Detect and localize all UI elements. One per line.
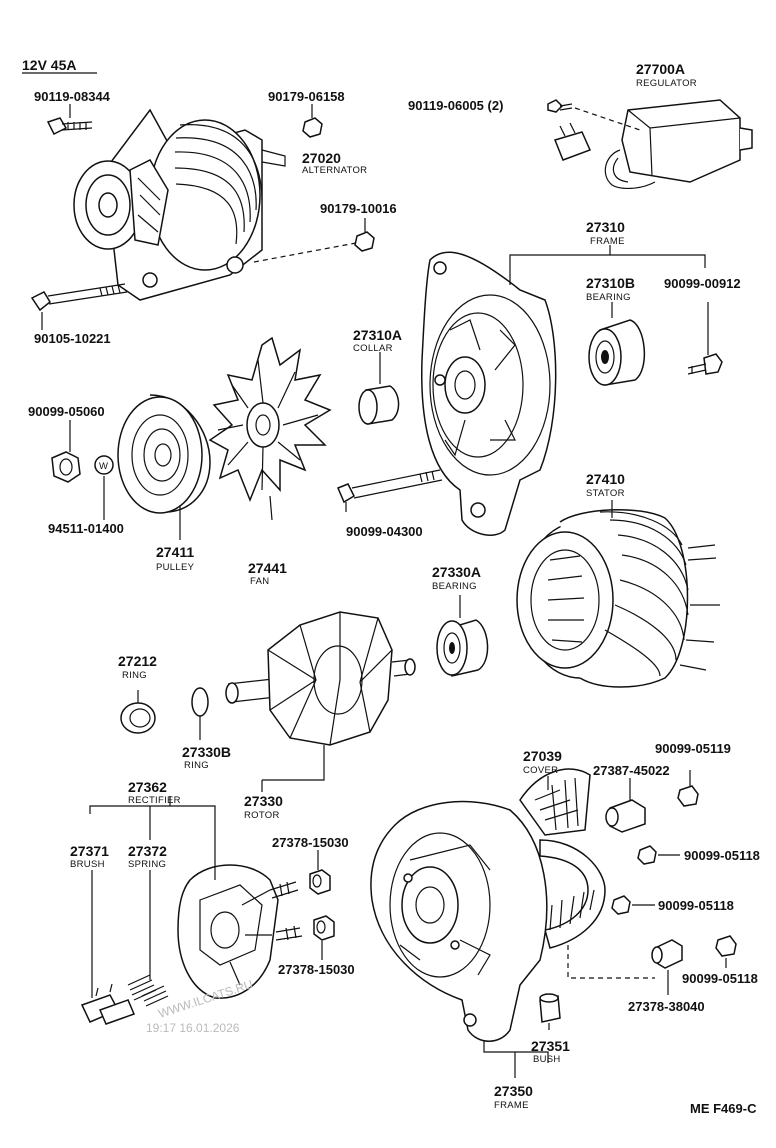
name-brush: BRUSH (70, 859, 105, 870)
label-27330A: 27330A (432, 564, 481, 580)
label-27330: 27330 (244, 793, 283, 809)
label-90105-10221: 90105-10221 (34, 331, 111, 346)
name-bush: BUSH (533, 1054, 561, 1065)
screw-90099-00912-drawing (687, 353, 723, 375)
label-90179-06158: 90179-06158 (268, 89, 345, 104)
cover-27039-drawing (519, 768, 591, 836)
label-27378-15030-a: 27378-15030 (272, 835, 349, 850)
nut-90099-05118b-drawing (611, 895, 631, 915)
label-90099-05118-c: 90099-05118 (682, 971, 758, 986)
name-frame-27310: FRAME (590, 236, 625, 247)
bearing-27310B-drawing (588, 319, 646, 386)
spring-27372-drawing (127, 974, 169, 1007)
ring-27330B-drawing (191, 687, 209, 717)
bolt-90099-04300-drawing (337, 469, 443, 504)
collar-27310A-drawing (358, 385, 400, 425)
label-27441: 27441 (248, 560, 287, 576)
name-pulley: PULLEY (156, 562, 195, 573)
name-collar: COLLAR (353, 343, 393, 354)
label-27039: 27039 (523, 748, 562, 764)
insulator-27378-15030a-drawing (309, 869, 331, 895)
fan-27441-drawing (208, 336, 332, 503)
label-27410: 27410 (586, 471, 625, 487)
label-27310A: 27310A (353, 327, 402, 343)
insulator-27378-38040-drawing (651, 939, 683, 969)
name-rotor: ROTOR (244, 810, 280, 821)
name-bearing-27310B: BEARING (586, 292, 631, 303)
label-90119-06005: 90119-06005 (2) (408, 98, 503, 113)
brush-27371-drawing (80, 983, 136, 1025)
regulator-27700A-drawing (547, 99, 753, 189)
name-rectifier: RECTIFIER (128, 795, 181, 806)
label-27310B: 27310B (586, 275, 635, 291)
label-27372: 27372 (128, 843, 167, 859)
label-27351: 27351 (531, 1038, 570, 1054)
insulator-27387-45022-drawing (605, 799, 646, 833)
name-ring-27212: RING (122, 670, 147, 681)
bearing-27330A-drawing (436, 619, 489, 677)
label-27020: 27020 (302, 150, 341, 166)
stator-27410-drawing (516, 508, 720, 688)
label-27350: 27350 (494, 1083, 533, 1099)
watermark-datetime: 19:17 16.01.2026 (146, 1021, 240, 1035)
label-27330B: 27330B (182, 744, 231, 760)
label-94511-01400: 94511-01400 (48, 521, 124, 536)
label-27411: 27411 (156, 544, 194, 560)
label-90099-00912: 90099-00912 (664, 276, 741, 291)
insulator-27378-15030b-drawing (313, 915, 335, 941)
frame-27310-drawing (421, 251, 557, 536)
bolt-90119-08344-drawing (46, 117, 93, 136)
label-27362: 27362 (128, 779, 167, 795)
label-27700A: 27700A (636, 61, 685, 77)
label-90099-05119: 90099-05119 (655, 741, 731, 756)
diagram-code: ME F469-C (690, 1101, 757, 1116)
name-frame-27350: FRAME (494, 1100, 529, 1111)
nut-90099-05119-drawing (677, 785, 699, 807)
pulley-27411-drawing (117, 394, 211, 514)
label-90099-05118-a: 90099-05118 (684, 848, 760, 863)
label-27378-15030-b: 27378-15030 (278, 962, 355, 977)
spec-label: 12V 45A (22, 57, 76, 73)
name-spring: SPRING (128, 859, 166, 870)
nut-90099-05118a-drawing (637, 845, 657, 865)
nut-90179-06158-drawing (302, 117, 323, 138)
washer-94511-01400-drawing: W (94, 455, 114, 475)
label-90099-04300: 90099-04300 (346, 524, 423, 539)
name-ring-27330B: RING (184, 760, 209, 771)
label-27310: 27310 (586, 219, 625, 235)
rectifier-27362-drawing (177, 864, 303, 999)
nut-90099-05118c-drawing (715, 935, 737, 957)
bush-27351-drawing (539, 993, 561, 1023)
label-90179-10016: 90179-10016 (320, 201, 397, 216)
label-90099-05118-b: 90099-05118 (658, 898, 734, 913)
name-alternator: ALTERNATOR (302, 165, 367, 176)
name-bearing-27330A: BEARING (432, 581, 477, 592)
alternator-assembly-drawing (73, 108, 286, 301)
name-cover: COVER (523, 765, 558, 776)
nut-90179-10016-drawing (354, 231, 375, 252)
label-27371: 27371 (70, 843, 109, 859)
insulator-drawing (539, 839, 606, 949)
bolt-90105-10221-drawing (30, 283, 128, 312)
name-regulator: REGULATOR (636, 78, 697, 89)
ring-27212-drawing (120, 702, 156, 734)
label-27378-38040: 27378-38040 (628, 999, 705, 1014)
label-27212: 27212 (118, 653, 157, 669)
nut-90099-05060-drawing (51, 451, 81, 483)
label-90119-08344: 90119-08344 (34, 89, 111, 104)
name-stator: STATOR (586, 488, 625, 499)
frame-27350-drawing (370, 800, 548, 1042)
name-fan: FAN (250, 576, 269, 587)
label-27387-45022: 27387-45022 (593, 763, 670, 778)
washer-mark: W (99, 461, 108, 472)
rotor-27330-drawing (225, 611, 416, 746)
label-90099-05060: 90099-05060 (28, 404, 105, 419)
